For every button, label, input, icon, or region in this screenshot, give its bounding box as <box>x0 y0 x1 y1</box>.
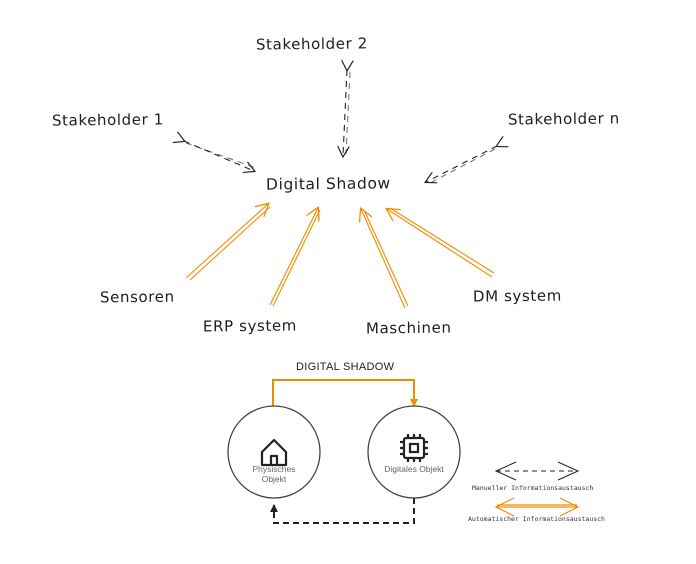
automatic-link <box>272 379 418 409</box>
stakeholder-n-label: Stakeholder n <box>507 109 620 129</box>
stakeholder-2-label: Stakeholder 2 <box>255 34 368 54</box>
sensoren-arrow <box>185 204 271 281</box>
legend-automatic-label: Automatischer Informationsaustausch <box>468 515 605 523</box>
erp-arrow <box>269 208 321 307</box>
legend-manual-label: Manueller Informationsaustausch <box>472 484 594 492</box>
house-icon <box>260 438 288 467</box>
legend-manual-arrow <box>494 461 580 481</box>
dm-arrow <box>387 207 495 278</box>
stakeholder-1-arrow <box>184 141 257 171</box>
erp-label: ERP system <box>202 316 298 336</box>
physical-object-circle <box>227 405 321 499</box>
sensoren-label: Sensoren <box>99 287 175 307</box>
stakeholder-1-label: Stakeholder 1 <box>51 110 164 130</box>
schematic-title: DIGITAL SHADOW <box>296 361 395 373</box>
stakeholder-n-arrow <box>426 146 497 185</box>
stakeholder-2-arrow <box>343 70 350 156</box>
physical-object-label: Physisches Objekt <box>252 464 296 484</box>
maschinen-label: Maschinen <box>365 318 452 338</box>
manual-link <box>270 498 415 524</box>
dm-label: DM system <box>472 286 562 306</box>
chip-icon <box>400 434 428 462</box>
legend-automatic-arrow <box>494 497 580 517</box>
digital-shadow-label: Digital Shadow <box>265 174 391 194</box>
digital-object-label: Digitales Objekt <box>384 464 444 474</box>
maschinen-arrow <box>361 209 409 309</box>
